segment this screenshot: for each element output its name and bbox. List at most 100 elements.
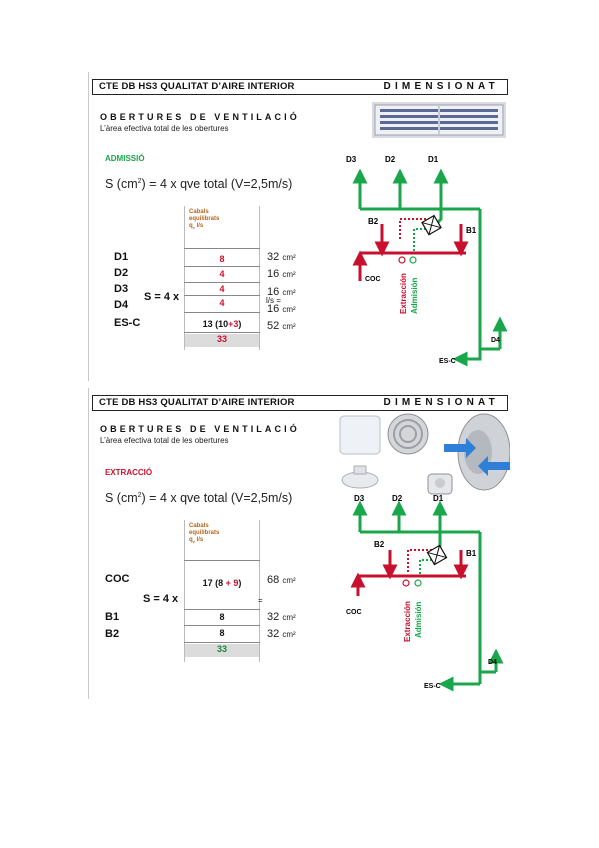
cell-part-red: + 9 [225, 578, 239, 588]
formula: S (cm2) = 4 x qve total (V=2,5m/s) [105, 491, 292, 505]
area-value: 52 [267, 320, 280, 332]
row-label-d2: D2 [114, 267, 129, 279]
cell-d3: 4 [219, 284, 225, 294]
cell-coc: 17 (8 + 9) [185, 578, 259, 588]
area-d3: 16 cm² [267, 286, 296, 298]
row-label-b2: B2 [105, 628, 120, 640]
label-extraccion: Extracción [399, 273, 408, 314]
row-label-d4: D4 [114, 299, 129, 311]
area-value: 16 [267, 303, 280, 315]
area-value: 32 [267, 611, 280, 623]
label-admision: Admisión [414, 601, 423, 638]
equals-sign: = [258, 596, 263, 605]
cabals-v: v [192, 225, 195, 231]
row-label-b1: B1 [105, 611, 120, 623]
label-b2: B2 [368, 217, 379, 226]
area-value: 16 [267, 286, 280, 298]
cell-part: ) [238, 319, 242, 329]
flow-table [184, 520, 260, 662]
table-rule [184, 282, 260, 283]
slide-header: CTE DB HS3 QUALITAT D’AIRE INTERIOR DIME… [92, 395, 508, 411]
label-d1: D1 [433, 494, 444, 503]
table-rule [184, 642, 260, 643]
vent-products-image [339, 413, 510, 495]
label-d3: D3 [346, 155, 357, 164]
section-subtitle: L’àrea efectiva total de les obertures [100, 436, 229, 445]
row-label-d1: D1 [114, 251, 129, 263]
label-esc: ES-C [439, 358, 456, 365]
row-label-coc: COC [105, 573, 130, 585]
cell-total: 33 [185, 644, 259, 657]
area-d2: 16 cm² [267, 268, 296, 280]
table-rule [184, 332, 260, 333]
table-header: Cabals equilibrats qv l/s [189, 523, 219, 545]
formula-part: S (cm [105, 491, 138, 505]
multiplier: S = 4 x [143, 593, 179, 605]
grille-image [372, 102, 506, 138]
table-rule [184, 266, 260, 267]
area-value: 68 [267, 574, 280, 586]
table-rule [184, 625, 260, 626]
cabals-line: qv l/s [189, 537, 219, 545]
label-d4: D4 [488, 659, 497, 666]
header-dimensionat: DIMENSIONAT [383, 397, 499, 408]
area-unit: cm² [282, 305, 296, 314]
row-label-esc: ES-C [114, 317, 141, 329]
label-d2: D2 [385, 155, 396, 164]
area-b2: 32 cm² [267, 628, 296, 640]
flow-table [184, 206, 260, 350]
area-value: 32 [267, 251, 280, 263]
label-b1: B1 [466, 226, 477, 235]
area-unit: cm² [282, 630, 296, 639]
header-title: CTE DB HS3 QUALITAT D’AIRE INTERIOR [99, 397, 295, 408]
section-title: OBERTURES DE VENTILACIÓ [100, 112, 300, 122]
label-d2: D2 [392, 494, 403, 503]
formula-sup: 2 [137, 177, 142, 185]
cell-b2: 8 [219, 628, 225, 638]
area-d1: 32 cm² [267, 251, 296, 263]
header-dimensionat: DIMENSIONAT [383, 81, 499, 92]
area-unit: cm² [282, 613, 296, 622]
cell-total: 33 [185, 334, 259, 347]
slide-extraccio: CTE DB HS3 QUALITAT D’AIRE INTERIOR DIME… [88, 388, 512, 699]
area-b1: 32 cm² [267, 611, 296, 623]
label-admision: Admisión [410, 277, 419, 314]
formula-part: S (cm [105, 177, 138, 191]
area-unit: cm² [282, 288, 296, 297]
table-rule [184, 248, 260, 249]
formula-rest: ) = 4 x qve total (V=2,5m/s) [141, 491, 293, 505]
cabals-q: q [189, 537, 193, 543]
cell-part: ) [238, 578, 242, 588]
area-coc: 68 cm² [267, 574, 296, 586]
cell-esc: 13 (10+3) [185, 319, 259, 329]
label-d1: D1 [428, 155, 439, 164]
section-title: OBERTURES DE VENTILACIÓ [100, 424, 300, 434]
table-header: Cabals equilibrats qv l/s [189, 209, 219, 231]
slide-header: CTE DB HS3 QUALITAT D’AIRE INTERIOR DIME… [92, 79, 508, 95]
slide-admissio: CTE DB HS3 QUALITAT D’AIRE INTERIOR DIME… [88, 72, 512, 381]
label-esc: ES-C [424, 683, 441, 690]
cell-part: 17 (8 [202, 578, 226, 588]
table-rule [184, 609, 260, 610]
cabals-q: q [189, 223, 193, 229]
cell-d4: 4 [219, 298, 225, 308]
cabals-line: Cabals [189, 209, 209, 215]
formula: S (cm2) = 4 x qve total (V=2,5m/s) [105, 177, 292, 191]
cell-b1: 8 [219, 612, 225, 622]
cabals-line: qv l/s [189, 223, 219, 231]
label-d3: D3 [354, 494, 365, 503]
flow-diagram: D3 D2 D1 B2 B1 COC Extracción [346, 494, 504, 692]
cell-part-red: +3 [228, 319, 239, 329]
label-extraccion: Extracción [403, 601, 412, 642]
label-b2: B2 [374, 540, 385, 549]
row-label-d3: D3 [114, 283, 129, 295]
mode-label-extraccio: EXTRACCIÓ [105, 468, 153, 477]
slide-edge [88, 72, 89, 381]
section-subtitle: L’àrea efectiva total de les obertures [100, 124, 229, 133]
area-unit: cm² [282, 322, 296, 331]
area-unit: cm² [282, 253, 296, 262]
label-d4: D4 [491, 337, 500, 344]
label-coc: COC [346, 609, 362, 616]
cabals-line: equilibrats [189, 530, 220, 536]
table-rule [184, 312, 260, 313]
